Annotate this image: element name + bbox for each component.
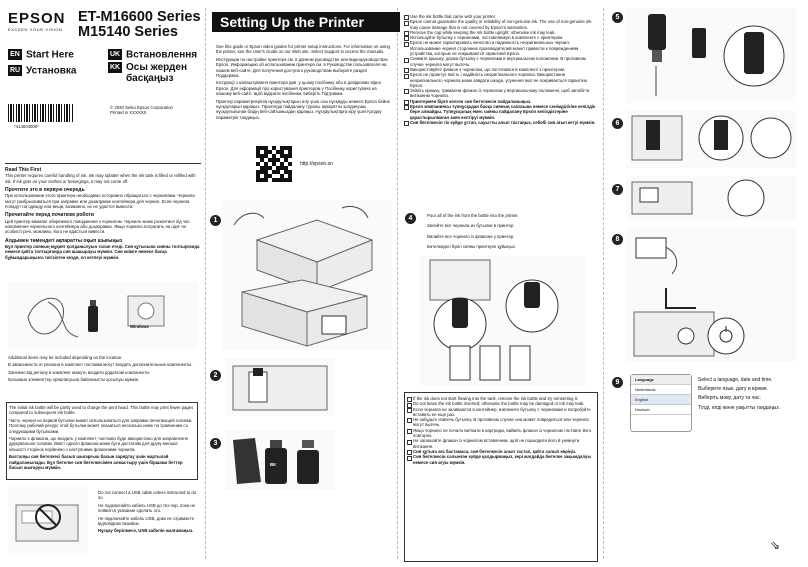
setting-up-intro: See this guide or Epson video guides for… [216,44,391,120]
note-item: Epson не может гарантировать качество и … [404,40,598,56]
lang-code-ru: RU [8,65,22,77]
brand-logo: EPSON EXCEED YOUR VISION [8,10,66,32]
lang-code-uk: UK [108,49,122,61]
read-first-uk-title: Прочитайте перед початком роботи [5,212,94,219]
step-5-illustration [626,8,796,103]
column-divider-2 [397,8,398,559]
step-number-7: 7 [612,184,623,195]
additional-items: Additional items may be included dependi… [8,355,193,383]
note-item: Снимите крышку, держа бутылку с чернилам… [404,56,598,67]
read-first-kk-title: Алдымен төмендегі ақпаратты оқып шығыңыз [5,237,123,244]
note-item: Зніміть кришку, тримаючи флакон із чорни… [404,88,598,99]
note-item: Використовуйте флакон з чорнилом, що пос… [404,67,598,74]
step-number-4: 4 [405,213,416,224]
read-first-uk-body: Цей принтер вимагає обережного поводженн… [5,218,190,235]
note-item: Epson не гарантує якість і надійність не… [404,72,598,88]
dialog-option[interactable]: Deutsch [631,405,691,415]
step-1-illustration [222,200,392,350]
column-divider-1 [205,8,206,559]
step-6-illustration [626,110,796,168]
read-first-kk-body: Бұл принтер сияның мұқият қолданылуын та… [5,244,200,260]
read-first-ru-title: Прочтите это в первую очередь [5,187,85,194]
note-item: If the ink does not start flowing into t… [407,396,595,403]
step-3-illustration [225,430,335,490]
step-9-text: Select a language, date and time. Выбери… [698,377,780,411]
usb-warning-illustration [8,487,88,553]
read-first-en-body: This printer requires careful handling o… [5,173,196,184]
note-item: Используйте бутылку с чернилами, поставл… [404,35,598,42]
read-first-en-title: Read This First [5,167,42,173]
lang-title-ru: Установка [26,65,77,77]
lang-title-uk: Встановлення [126,49,198,61]
copyright: © 2020 Seiko Epson Corporation Printed i… [110,105,173,116]
step-number-9: 9 [612,377,623,388]
language-dialog: Language Nederlands English Deutsch [630,374,692,432]
read-first-box: Read This First This printer requires ca… [5,163,201,276]
step-8-illustration [626,228,796,362]
note-item: Do not leave the ink bottle inserted; ot… [407,401,595,408]
lang-code-en: EN [8,49,22,61]
note-item: Use the ink bottle that came with your p… [404,14,598,21]
setting-up-title: Setting Up the Printer [212,12,400,32]
read-first-ru-body: При использовании этого принтера необход… [5,193,195,210]
bottle-notes-top: Use the ink bottle that came with your p… [404,14,598,127]
package-contents-illustration [8,282,198,348]
step-2-illustration [225,358,335,416]
step-number-2: 2 [210,370,221,381]
dialog-option[interactable]: Nederlands [631,385,691,395]
step-number-3: 3 [210,438,221,449]
lang-title-en: Start Here [26,49,74,61]
qr-code [256,146,292,182]
step-number-6: 6 [612,118,623,129]
step-4-illustration [420,256,585,386]
step-number-8: 8 [612,234,623,245]
dialog-option[interactable]: English [631,395,691,405]
support-url[interactable]: http://epson.sn [300,161,333,167]
note-item: Epson компаниясы түпнұсқадан басқа сияны… [404,104,598,120]
barcode-number: *414004000* [14,124,39,129]
lang-code-kk: KK [108,62,122,73]
note-item: Сия құтыға ағa бастамаса, сия бөтелкесін… [407,449,595,456]
note-item: Якщо чорнило не почало витікати в картри… [407,428,595,439]
note-item: Remove the cap while keeping the ink bot… [404,30,598,37]
step-number-1: 1 [210,215,221,226]
note-item: Принтермен бірге келген сия бөтелкесін п… [404,99,598,106]
product-series: ET-M16600 Series M15140 Series [78,9,201,40]
note-item: Не забудьте извлечь бутылку. В противном… [407,417,595,428]
column-divider-3 [603,8,604,559]
note-item: Сия бөтелкесін салынған күйде қалдырмаңы… [407,454,595,465]
note-item: Epson cannot guarantee the quality or re… [404,19,598,30]
note-item: Не залишайте флакон із чорнилом вставлен… [407,438,595,449]
step-number-5: 5 [612,12,623,23]
bottle-label: BK [270,462,277,467]
note-item: Если чернила не заливаются в контейнер, … [407,407,595,418]
lang-title-kk: Осы жерден басқаңыз [126,62,187,84]
step-4-text: Pour all of the ink from the bottle into… [427,213,519,250]
usb-note: Do not connect a USB cable unless instru… [98,490,197,534]
barcode [8,104,74,122]
step-7-illustration [626,176,796,220]
windows-label: Windows [130,324,149,329]
initial-ink-note: The initial ink bottle will be partly us… [6,402,198,480]
dialog-header: Language [631,375,691,385]
bottle-notes-bottom: If the ink does not start flowing into t… [404,392,598,562]
note-item: Сия бөтелкесін тік күйде ұстап, сауытты … [404,120,598,127]
page-continue-arrow-icon: ⇘ [770,538,781,552]
